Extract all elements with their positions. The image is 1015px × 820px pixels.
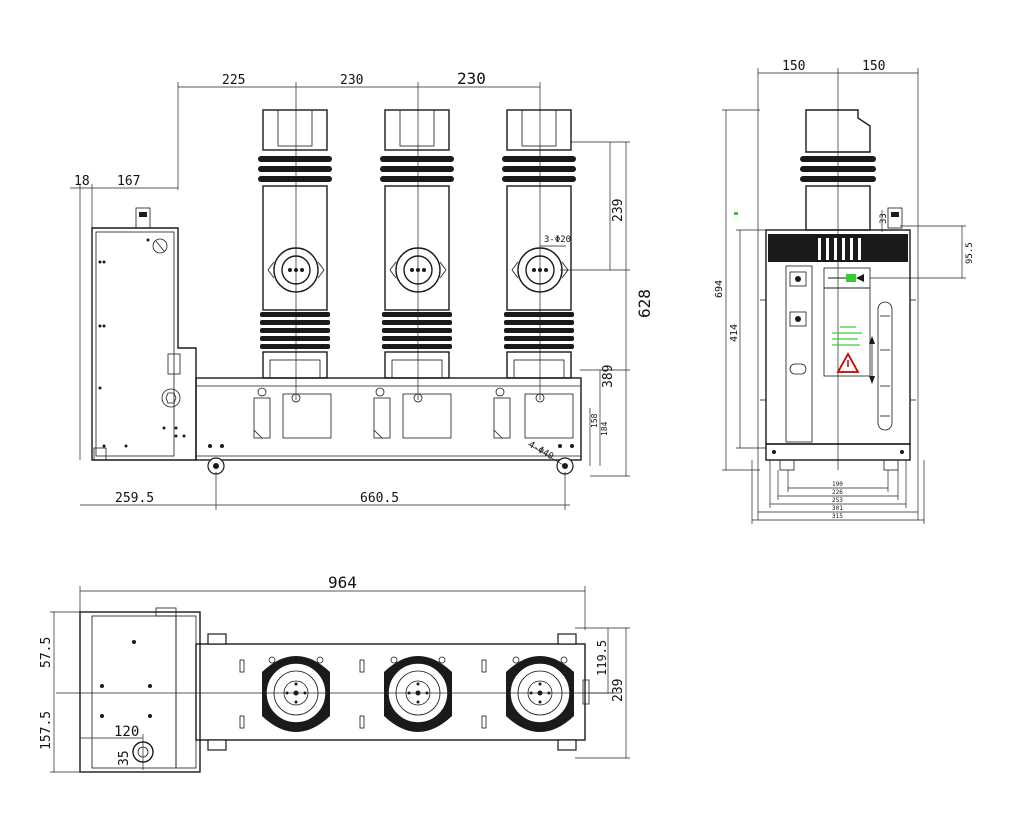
dim-18: 18	[74, 174, 90, 189]
pole-top-middle	[384, 656, 452, 732]
warning-icon	[836, 352, 860, 373]
dim-167: 167	[117, 174, 140, 189]
side-view: 150 150	[714, 59, 975, 524]
dim-239-top: 239	[611, 679, 626, 702]
dim-33: 33	[879, 213, 889, 224]
hole-label-4: 4-Φ40	[527, 440, 555, 462]
dim-120: 120	[114, 724, 139, 740]
dim-190: 190	[832, 481, 843, 488]
dim-158: 158	[590, 413, 599, 428]
pole-top-left	[262, 656, 330, 732]
dim-150-b: 150	[862, 59, 885, 74]
pole-top-right	[506, 656, 574, 732]
dim-964: 964	[328, 573, 357, 592]
dim-230-b: 230	[457, 69, 486, 88]
dim-119-5: 119.5	[595, 640, 609, 676]
dim-225: 225	[222, 73, 245, 88]
dim-628: 628	[635, 289, 654, 318]
dim-95-5: 95.5	[965, 242, 975, 264]
dim-230-a: 230	[340, 73, 363, 88]
dim-157-5: 157.5	[39, 711, 54, 750]
hole-label-3: 3-Φ20	[544, 235, 571, 245]
dim-239-front: 239	[611, 199, 626, 222]
dim-660-5: 660.5	[360, 491, 399, 506]
dim-57-5: 57.5	[39, 637, 54, 668]
dim-259-5: 259.5	[115, 491, 154, 506]
pole-middle	[380, 109, 454, 379]
pole-right	[502, 109, 576, 379]
dim-389: 389	[601, 365, 616, 388]
top-view: 964	[39, 573, 630, 773]
dim-35: 35	[117, 750, 132, 766]
front-view: 225 230 230 18 167	[70, 69, 654, 510]
dim-253: 253	[832, 497, 843, 504]
dim-301: 301	[832, 505, 843, 512]
dim-184: 184	[600, 421, 609, 436]
dim-150-a: 150	[782, 59, 805, 74]
dim-414: 414	[729, 324, 740, 342]
pole-left	[258, 109, 332, 379]
dim-315: 315	[832, 513, 843, 520]
dim-226: 226	[832, 489, 843, 496]
dim-694: 694	[714, 280, 725, 298]
